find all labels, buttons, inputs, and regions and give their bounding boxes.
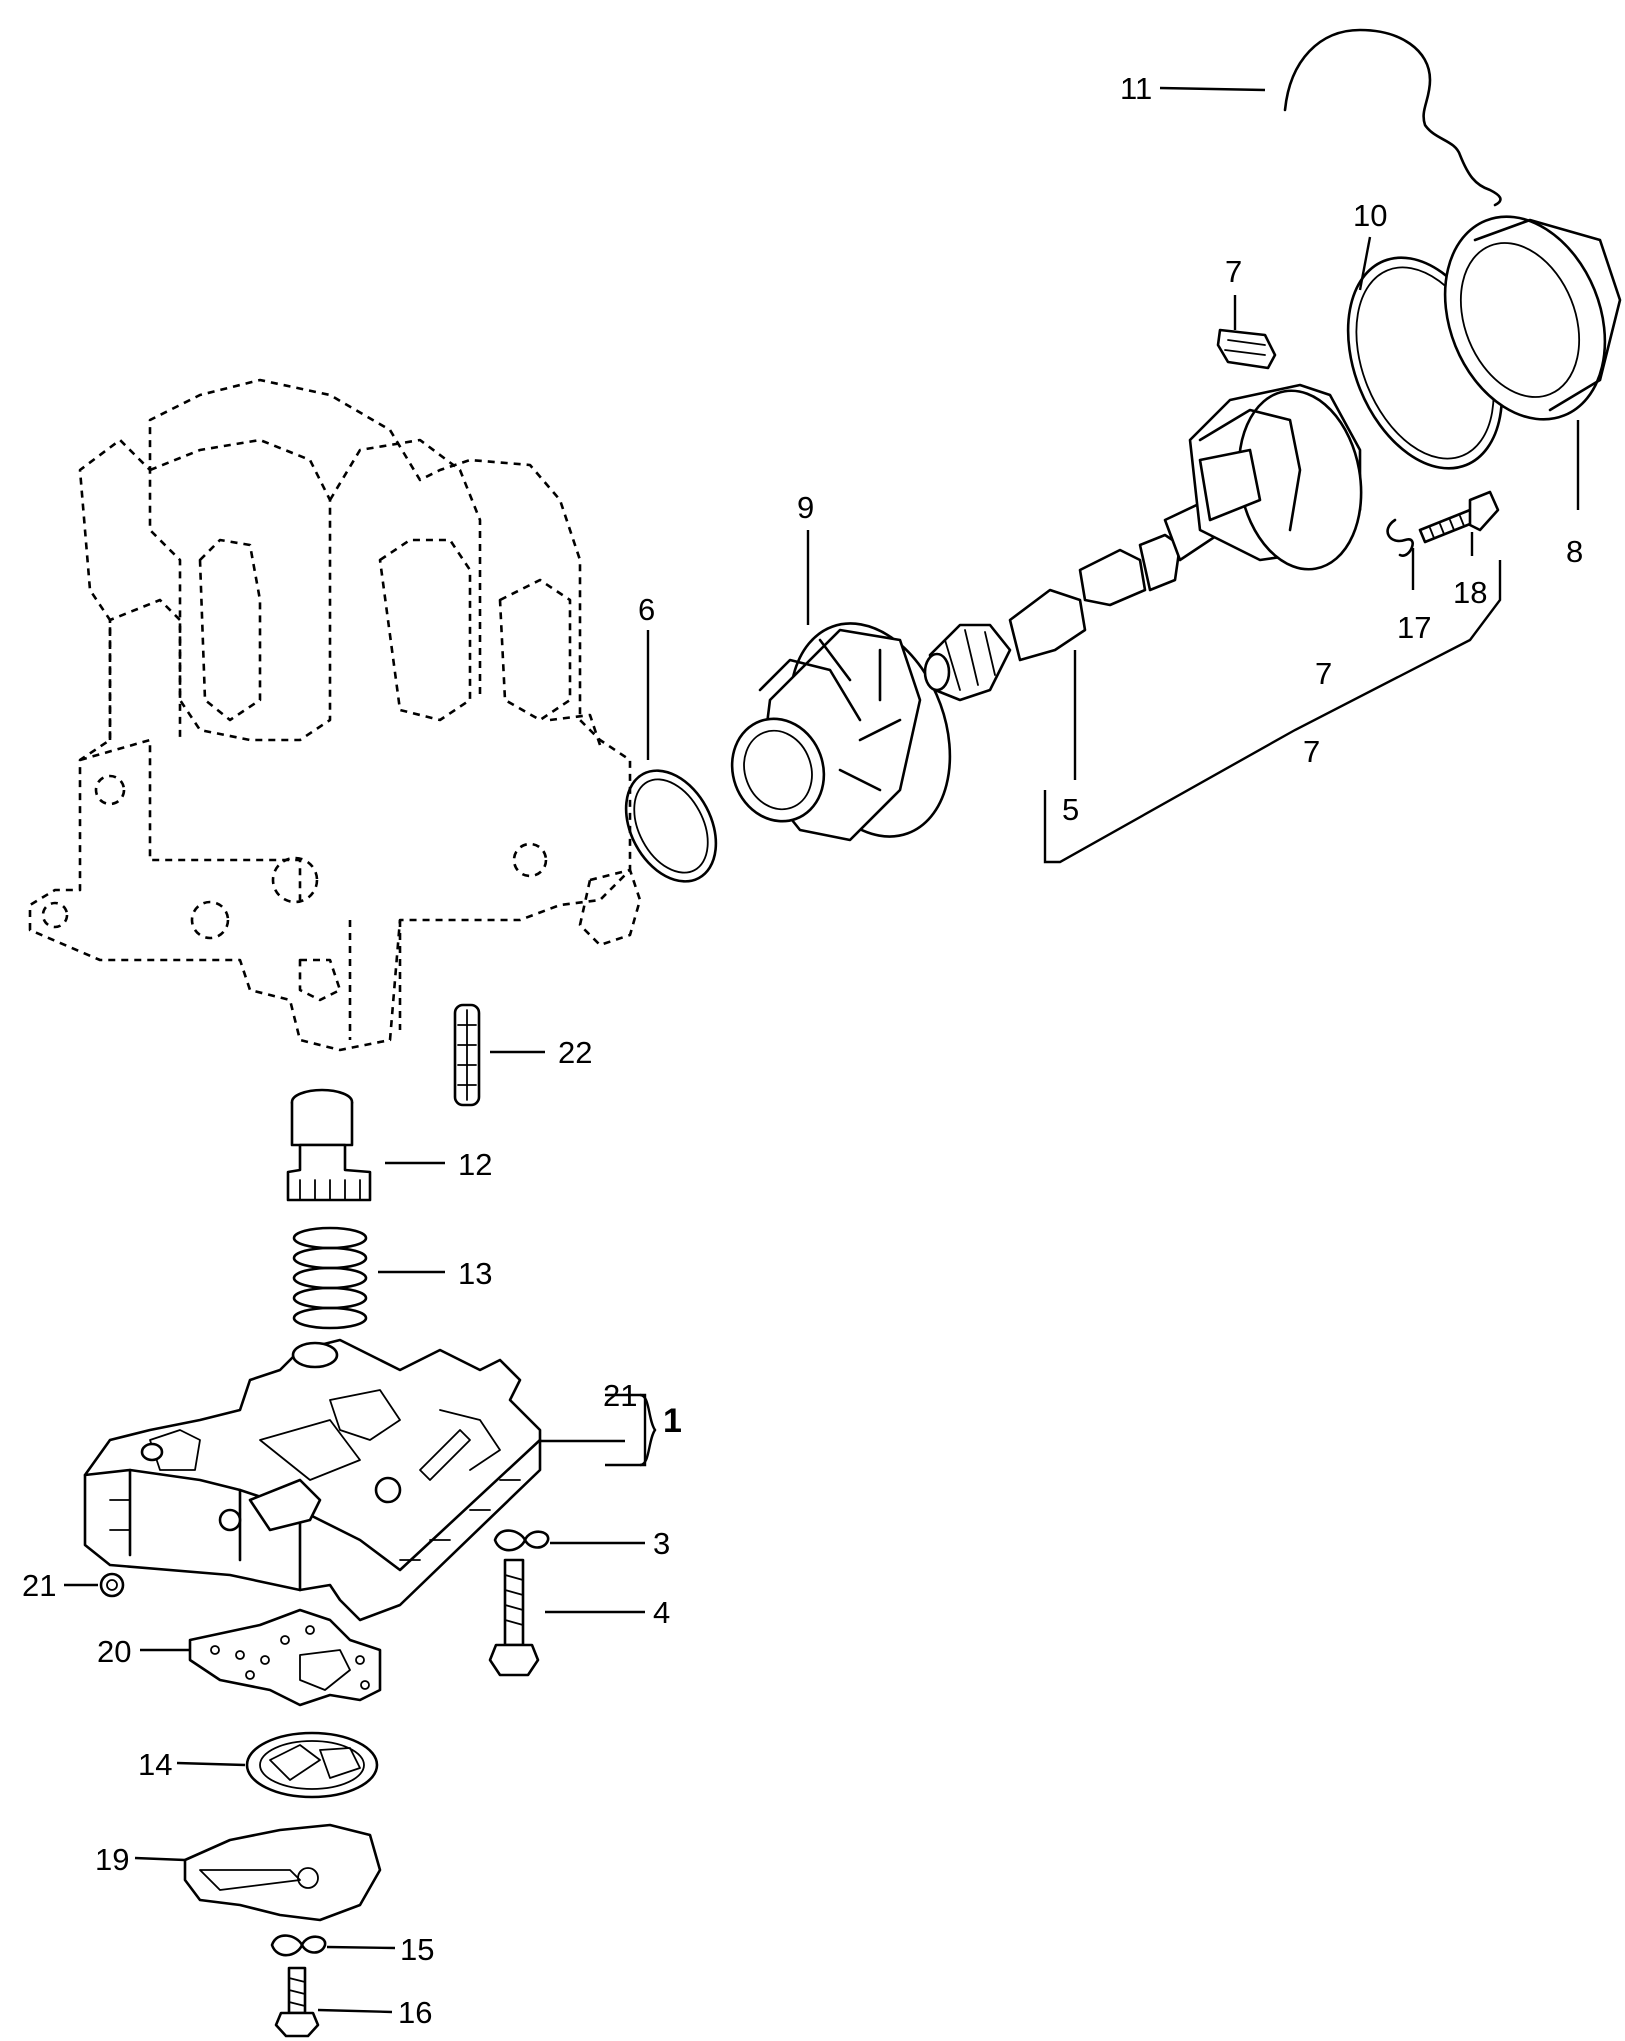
filter-piece-7 xyxy=(1216,328,1277,370)
label-3: 3 xyxy=(653,1526,670,1561)
label-20: 20 xyxy=(97,1634,131,1669)
separator-plate-20 xyxy=(188,1608,382,1707)
label-5: 5 xyxy=(1062,792,1079,827)
valve-body-1 xyxy=(83,1338,542,1622)
converter-housing-9 xyxy=(730,622,952,842)
filter-14 xyxy=(245,1731,379,1799)
bolt-4 xyxy=(488,1558,540,1677)
label-11: 11 xyxy=(1120,71,1152,106)
label-10: 10 xyxy=(1353,198,1387,233)
label-22: 22 xyxy=(558,1035,592,1070)
valve-12 xyxy=(286,1088,372,1202)
label-4: 4 xyxy=(653,1595,670,1630)
label-14: 14 xyxy=(138,1747,172,1782)
washer-3 xyxy=(493,1529,550,1552)
label-8: 8 xyxy=(1566,534,1583,569)
label-12: 12 xyxy=(458,1147,492,1182)
gasket-6 xyxy=(624,769,718,883)
bolt-18 xyxy=(1418,490,1500,544)
transmission-housing-outline xyxy=(28,378,642,1052)
label-7-assembly: 7 xyxy=(1315,656,1332,691)
converter-body-7 xyxy=(1188,383,1363,571)
cover-8 xyxy=(1443,215,1622,421)
label-18: 18 xyxy=(1453,575,1487,610)
strainer-22 xyxy=(453,1003,481,1107)
label-19: 19 xyxy=(95,1842,129,1877)
label-17: 17 xyxy=(1397,610,1431,645)
cover-plate-19 xyxy=(183,1823,382,1922)
label-1: 1 xyxy=(663,1402,682,1440)
washer-15 xyxy=(270,1934,327,1957)
spring-13 xyxy=(292,1226,368,1330)
label-13: 13 xyxy=(458,1256,492,1291)
spring-clip-11 xyxy=(1283,28,1502,207)
label-21-bracket: 21 xyxy=(603,1378,637,1413)
label-15: 15 xyxy=(400,1932,434,1967)
callout-labels: 1 3 4 5 6 7 7 7 8 9 10 11 12 13 14 15 16… xyxy=(22,71,1583,2030)
label-16: 16 xyxy=(398,1995,432,2030)
clip-17 xyxy=(1386,518,1414,557)
label-21-plug: 21 xyxy=(22,1568,56,1603)
leader-lines xyxy=(64,86,1580,2014)
label-7-filter: 7 xyxy=(1225,254,1242,289)
label-9: 9 xyxy=(797,490,814,525)
label-7-assembly-lower: 7 xyxy=(1303,734,1320,769)
label-6: 6 xyxy=(638,592,655,627)
plug-21 xyxy=(99,1572,125,1598)
bolt-16 xyxy=(274,1966,320,2038)
